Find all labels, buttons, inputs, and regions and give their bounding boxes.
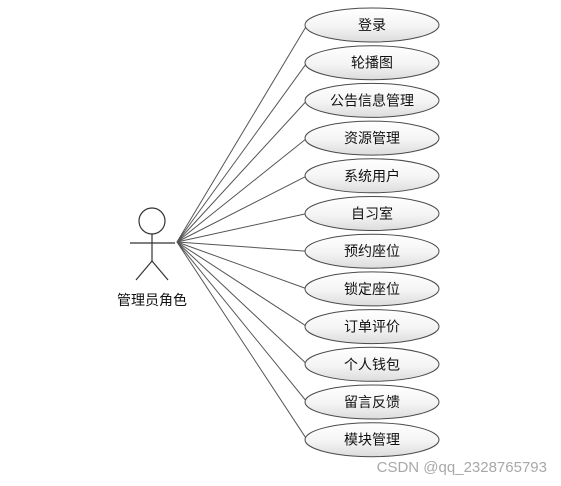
use-case-ellipse xyxy=(304,45,440,81)
use-case: 留言反馈 xyxy=(304,384,440,420)
use-cases: 登录轮播图公告信息管理资源管理系统用户自习室预约座位锁定座位订单评价个人钱包留言… xyxy=(304,7,440,458)
association-line xyxy=(176,241,308,365)
association-lines xyxy=(176,24,308,440)
use-case: 系统用户 xyxy=(304,158,440,194)
use-case: 自习室 xyxy=(304,196,440,231)
use-case: 登录 xyxy=(304,7,440,43)
use-case-ellipse xyxy=(304,384,440,420)
use-case: 锁定座位 xyxy=(304,271,440,307)
use-case-label: 锁定座位 xyxy=(344,282,400,298)
use-case-label: 个人钱包 xyxy=(344,357,400,373)
use-case-label: 自习室 xyxy=(351,206,393,223)
use-case: 资源管理 xyxy=(304,120,440,156)
actor-label: 管理员角色 xyxy=(117,292,187,309)
association-line xyxy=(176,241,308,252)
use-case-ellipse xyxy=(304,309,440,345)
use-case-label: 留言反馈 xyxy=(344,395,400,411)
association-line xyxy=(176,213,308,243)
use-case-ellipse xyxy=(304,346,440,382)
use-case: 轮播图 xyxy=(304,45,440,81)
use-case-ellipse xyxy=(304,422,440,458)
use-case-ellipse xyxy=(304,196,440,231)
use-case-label: 系统用户 xyxy=(344,168,400,185)
use-case: 订单评价 xyxy=(304,309,440,345)
use-case-ellipse xyxy=(304,271,440,307)
use-case-label: 订单评价 xyxy=(344,320,400,336)
actor-right-leg xyxy=(151,260,169,281)
use-case-label: 资源管理 xyxy=(344,131,400,147)
actor: 管理员角色 xyxy=(117,207,187,309)
watermark: CSDN @qq_2328765793 xyxy=(377,459,547,476)
use-case-ellipse xyxy=(304,158,440,194)
association-line xyxy=(176,241,308,290)
association-line xyxy=(176,175,308,243)
association-line xyxy=(176,241,308,403)
use-case: 个人钱包 xyxy=(304,346,440,382)
use-case: 模块管理 xyxy=(304,422,440,458)
use-case-ellipse xyxy=(304,7,440,43)
association-line xyxy=(176,241,308,440)
use-case-label: 预约座位 xyxy=(344,244,400,260)
use-case-label: 模块管理 xyxy=(344,433,400,449)
association-line xyxy=(176,137,308,243)
association-line xyxy=(176,62,308,243)
use-case: 公告信息管理 xyxy=(304,82,440,118)
use-case-label: 公告信息管理 xyxy=(330,92,414,109)
use-case-label: 登录 xyxy=(358,18,386,34)
use-case-ellipse xyxy=(304,82,440,118)
use-case: 预约座位 xyxy=(304,233,440,269)
association-line xyxy=(176,24,308,243)
actor-head xyxy=(138,207,166,235)
use-case-label: 轮播图 xyxy=(351,56,393,72)
association-line xyxy=(176,100,308,243)
use-case-ellipse xyxy=(304,120,440,156)
actor-left-leg xyxy=(135,260,153,281)
use-case-ellipse xyxy=(304,233,440,269)
association-line xyxy=(176,241,308,328)
